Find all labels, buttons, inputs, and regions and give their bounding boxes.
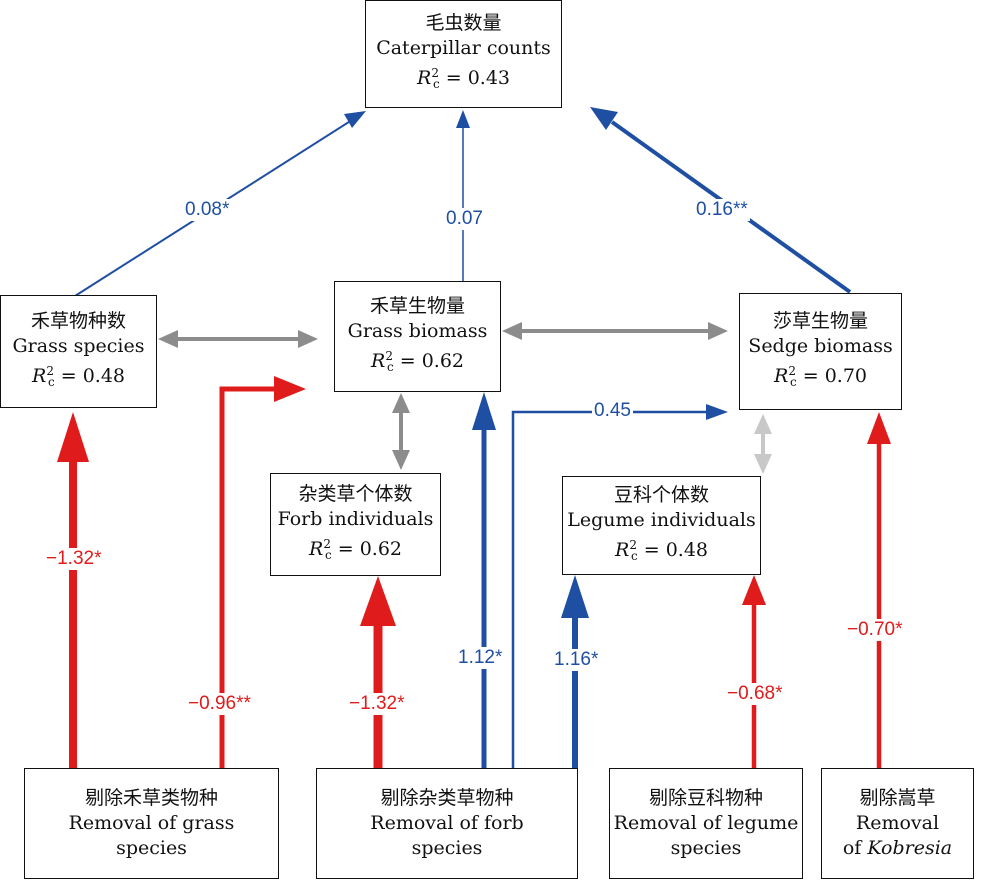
node-removal-legume: 剔除豆科物种 Removal of legume species bbox=[609, 768, 803, 879]
arrowhead bbox=[472, 392, 496, 430]
coef-remove-forb-to-grass-biomass: 1.12* bbox=[456, 647, 505, 669]
node-label-zh: 剔除豆科物种 bbox=[648, 787, 763, 809]
arrowhead bbox=[274, 376, 306, 402]
arrowhead bbox=[298, 330, 318, 348]
node-label-en: Grass biomass bbox=[347, 319, 488, 342]
path-remove-forb-to-sedge bbox=[511, 410, 710, 768]
arrowhead bbox=[57, 412, 89, 462]
node-label-en: Forb individuals bbox=[277, 507, 434, 530]
arrowhead bbox=[754, 454, 772, 474]
coef-remove-forb-to-legume: 1.16* bbox=[552, 649, 601, 671]
r2-value: R2c = 0.62 bbox=[371, 348, 464, 374]
node-label-en: Caterpillar counts bbox=[376, 37, 551, 59]
coef-remove-grass-to-grass-biomass: −0.96** bbox=[186, 693, 253, 715]
arrowhead bbox=[708, 322, 728, 340]
coef-sedge-to-caterpillar: 0.16** bbox=[694, 199, 750, 221]
node-label-zh: 剔除禾草类物种 bbox=[84, 787, 218, 809]
arrowhead bbox=[392, 450, 410, 470]
arrowhead bbox=[158, 330, 178, 348]
arrowhead bbox=[456, 110, 470, 128]
node-label-en: Legume individuals bbox=[567, 508, 756, 531]
node-label-zh: 杂类草个体数 bbox=[298, 482, 413, 505]
arrowhead bbox=[344, 111, 366, 128]
node-label-en-2: species bbox=[670, 837, 742, 859]
node-label-en: Removal of grass bbox=[68, 812, 235, 834]
node-removal-grass: 剔除禾草类物种 Removal of grass species bbox=[24, 768, 279, 879]
r2-value: R2c = 0.62 bbox=[309, 536, 402, 562]
arrowhead bbox=[867, 412, 891, 444]
node-label-zh: 剔除嵩草 bbox=[859, 787, 936, 809]
node-label-en-2: species bbox=[116, 837, 187, 859]
coef-remove-kobresia-to-sedge: −0.70* bbox=[845, 619, 905, 641]
node-sedge-biomass: 莎草生物量 Sedge biomass R2c = 0.70 bbox=[739, 293, 902, 410]
node-removal-kobresia: 剔除嵩草 Removal of Kobresia bbox=[821, 768, 974, 879]
node-grass-biomass: 禾草生物量 Grass biomass R2c = 0.62 bbox=[334, 281, 501, 392]
r2-value: R2c = 0.43 bbox=[417, 66, 510, 91]
arrowhead bbox=[360, 576, 396, 626]
node-label-en: Grass species bbox=[12, 334, 145, 357]
arrowhead bbox=[590, 107, 618, 130]
path-remove-grass-to-grass-biomass bbox=[219, 386, 282, 768]
node-label-zh: 禾草生物量 bbox=[369, 294, 465, 317]
arrowhead bbox=[561, 575, 589, 618]
coef-remove-forb-to-forb: −1.32* bbox=[347, 693, 407, 715]
coef-grass-species-to-caterpillar: 0.08* bbox=[183, 199, 232, 221]
arrowhead bbox=[706, 404, 728, 420]
node-label-zh: 剔除杂类草物种 bbox=[380, 787, 514, 809]
node-label-en-2: of Kobresia bbox=[842, 837, 953, 859]
r2-value: R2c = 0.70 bbox=[774, 363, 867, 389]
node-label-zh: 莎草生物量 bbox=[772, 309, 868, 332]
arrowhead bbox=[502, 322, 522, 340]
node-label-en: Removal of forb bbox=[370, 812, 524, 834]
arrowhead bbox=[742, 575, 766, 605]
node-caterpillar-counts: 毛虫数量 Caterpillar counts R2c = 0.43 bbox=[365, 0, 562, 108]
node-label-en: Sedge biomass bbox=[748, 334, 893, 357]
node-label-en: Removal of legume bbox=[613, 812, 799, 834]
r2-value: R2c = 0.48 bbox=[615, 537, 708, 563]
arrowhead bbox=[754, 414, 772, 434]
node-legume-individuals: 豆科个体数 Legume individuals R2c = 0.48 bbox=[562, 476, 761, 575]
node-label-zh: 豆科个体数 bbox=[613, 483, 709, 506]
node-forb-individuals: 杂类草个体数 Forb individuals R2c = 0.62 bbox=[270, 473, 441, 576]
node-label-en: Removal bbox=[855, 812, 940, 834]
node-label-en-2: species bbox=[411, 837, 483, 859]
coef-remove-legume-to-legume: −0.68* bbox=[725, 683, 785, 705]
coef-grass-biomass-to-caterpillar: 0.07 bbox=[444, 208, 485, 230]
node-grass-species: 禾草物种数 Grass species R2c = 0.48 bbox=[0, 295, 157, 408]
node-label-zh: 禾草物种数 bbox=[30, 309, 126, 332]
arrowhead bbox=[392, 393, 410, 413]
coef-remove-forb-to-sedge: 0.45 bbox=[592, 400, 633, 422]
coef-remove-grass-to-grass-species: −1.32* bbox=[44, 548, 104, 570]
node-removal-forb: 剔除杂类草物种 Removal of forb species bbox=[316, 768, 578, 879]
r2-value: R2c = 0.48 bbox=[32, 363, 125, 389]
node-label-zh: 毛虫数量 bbox=[425, 12, 502, 34]
